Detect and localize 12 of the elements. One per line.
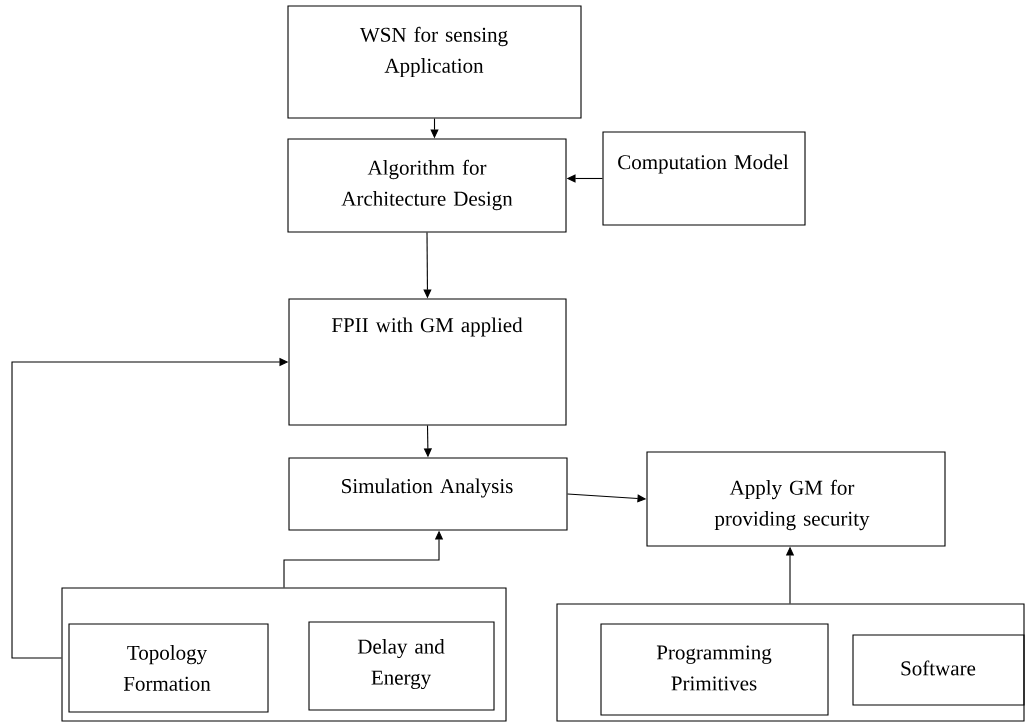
- process-box: Algorithm for Architecture Design: [287, 138, 567, 233]
- process-box: Simulation Analysis: [288, 457, 568, 531]
- process-box: Computation Model: [602, 131, 806, 226]
- process-box: FPII with GM applied: [288, 298, 567, 426]
- group-box: [61, 587, 507, 722]
- process-box: Programming Primitives: [600, 623, 829, 716]
- process-box: Delay and Energy: [308, 621, 495, 711]
- process-box: Topology Formation: [68, 623, 269, 713]
- process-box: Apply GM for providing security: [646, 451, 946, 547]
- process-box: Software: [852, 634, 1025, 706]
- process-box: WSN for sensing Application: [287, 5, 582, 119]
- group-box: [556, 603, 1025, 722]
